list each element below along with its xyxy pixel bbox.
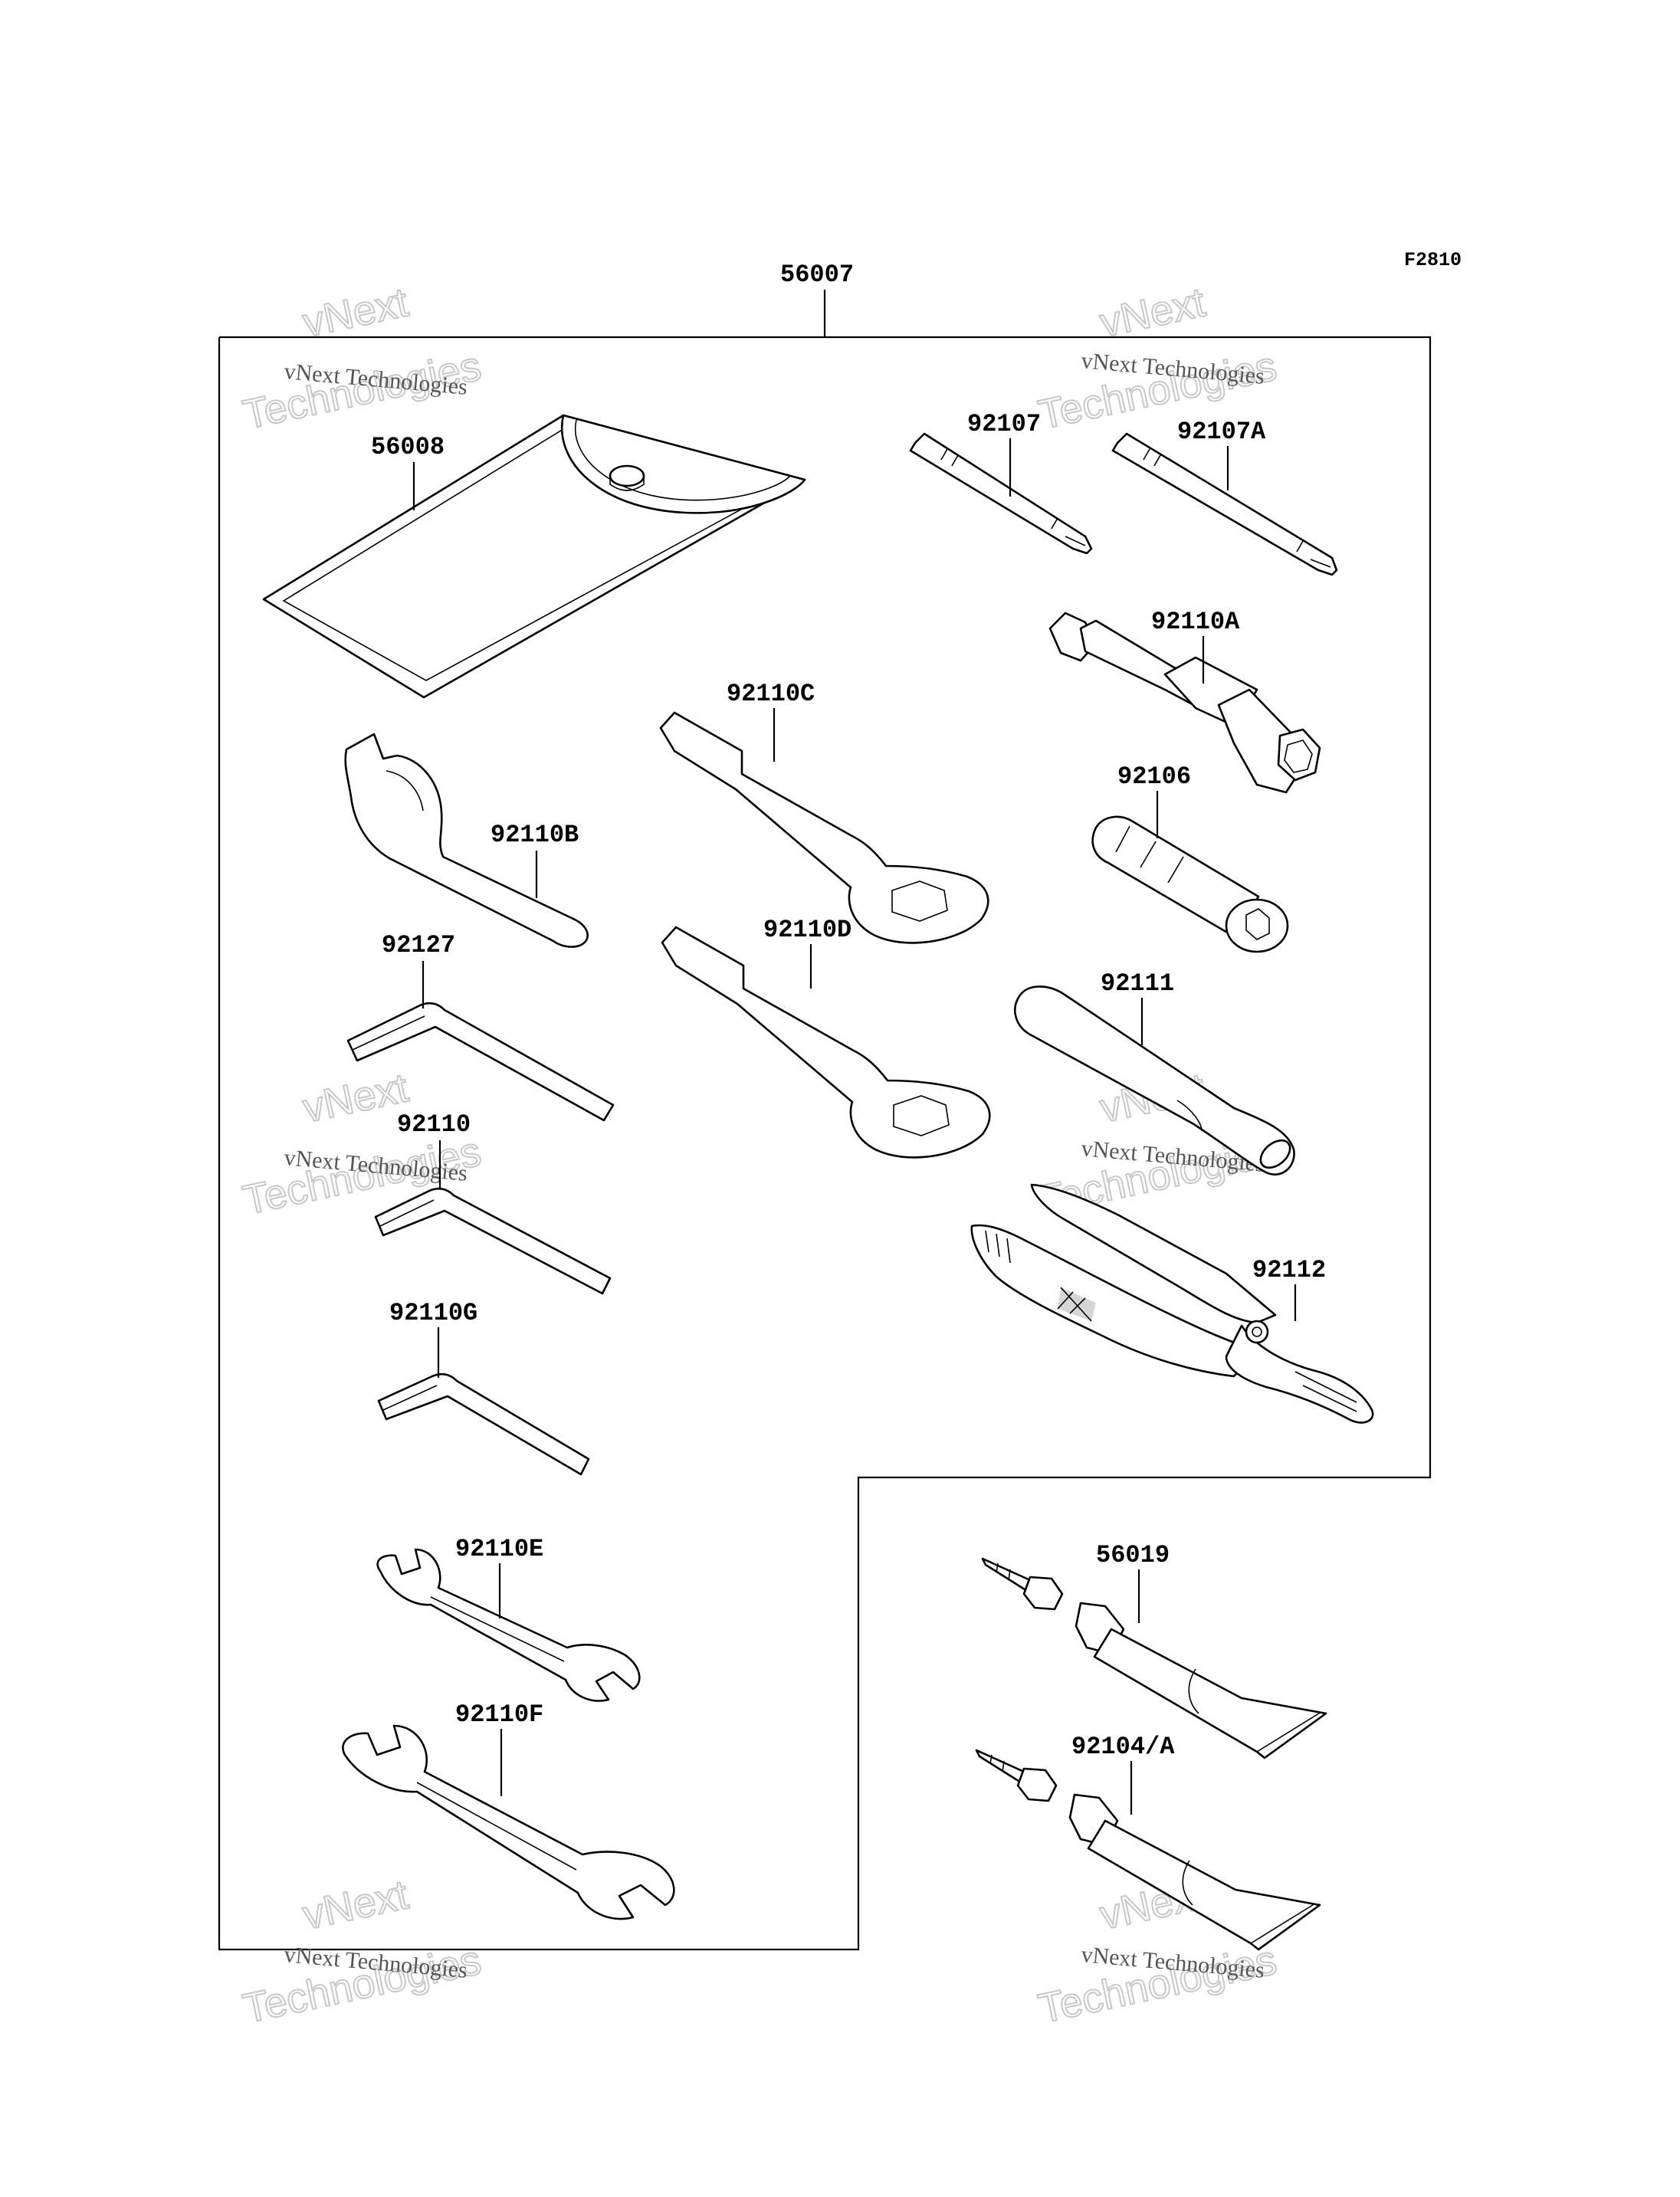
box-wrench-92110a	[1048, 612, 1321, 794]
tube-bar-92111	[1014, 985, 1295, 1176]
ring-wrench-92110c	[659, 711, 989, 944]
label-92110a: 92110A	[1151, 608, 1240, 636]
label-92111: 92111	[1101, 969, 1174, 998]
label-92110g: 92110G	[389, 1299, 477, 1327]
svg-text:vNext: vNext	[1096, 279, 1209, 346]
pliers-grip-knurl	[1057, 1287, 1096, 1322]
grease-tube-56019	[981, 1557, 1327, 1759]
svg-text:vNext: vNext	[299, 1064, 412, 1131]
grease-tube-92104a	[975, 1749, 1321, 1951]
label-56019: 56019	[1096, 1541, 1170, 1569]
label-92110f: 92110F	[455, 1700, 543, 1729]
label-92110c: 92110C	[727, 680, 815, 708]
open-wrench-92110f	[342, 1724, 675, 1920]
ring-wrench-92110d	[661, 926, 991, 1159]
watermark-bottom-left: vNext Technologies vNext Technologies	[238, 1871, 486, 2032]
label-92110d: 92110D	[763, 916, 851, 944]
open-wrench-92110e	[376, 1548, 641, 1702]
label-56008: 56008	[371, 433, 445, 461]
hook-spanner-92110b	[344, 733, 589, 948]
svg-text:vNext: vNext	[299, 1871, 412, 1938]
watermark-top-left: vNext Technologies vNext Technologies	[238, 278, 486, 438]
figure-code: F2810	[1404, 249, 1462, 271]
driver-bit-92107a	[1111, 432, 1338, 576]
hex-key-92110g	[377, 1372, 590, 1476]
svg-text:vNext: vNext	[299, 279, 412, 346]
label-92107: 92107	[967, 410, 1041, 438]
watermark-top-right: vNext Technologies vNext Technologies	[1034, 278, 1281, 438]
label-92110: 92110	[397, 1110, 471, 1139]
label-92110e: 92110E	[455, 1535, 543, 1563]
label-92110b: 92110B	[491, 821, 579, 849]
kit-outline	[218, 336, 1432, 1951]
label-56007: 56007	[780, 261, 854, 289]
hex-key-92110	[374, 1187, 612, 1295]
driver-bit-92107	[909, 432, 1093, 555]
label-92127: 92127	[382, 931, 455, 959]
label-92104a: 92104/A	[1071, 1733, 1175, 1761]
pliers-92112	[970, 1183, 1374, 1424]
label-92107a: 92107A	[1177, 418, 1266, 446]
hex-socket-92106	[1091, 815, 1289, 953]
label-92112: 92112	[1252, 1256, 1326, 1284]
tool-pouch-56008	[262, 414, 806, 699]
label-92106: 92106	[1117, 762, 1191, 791]
